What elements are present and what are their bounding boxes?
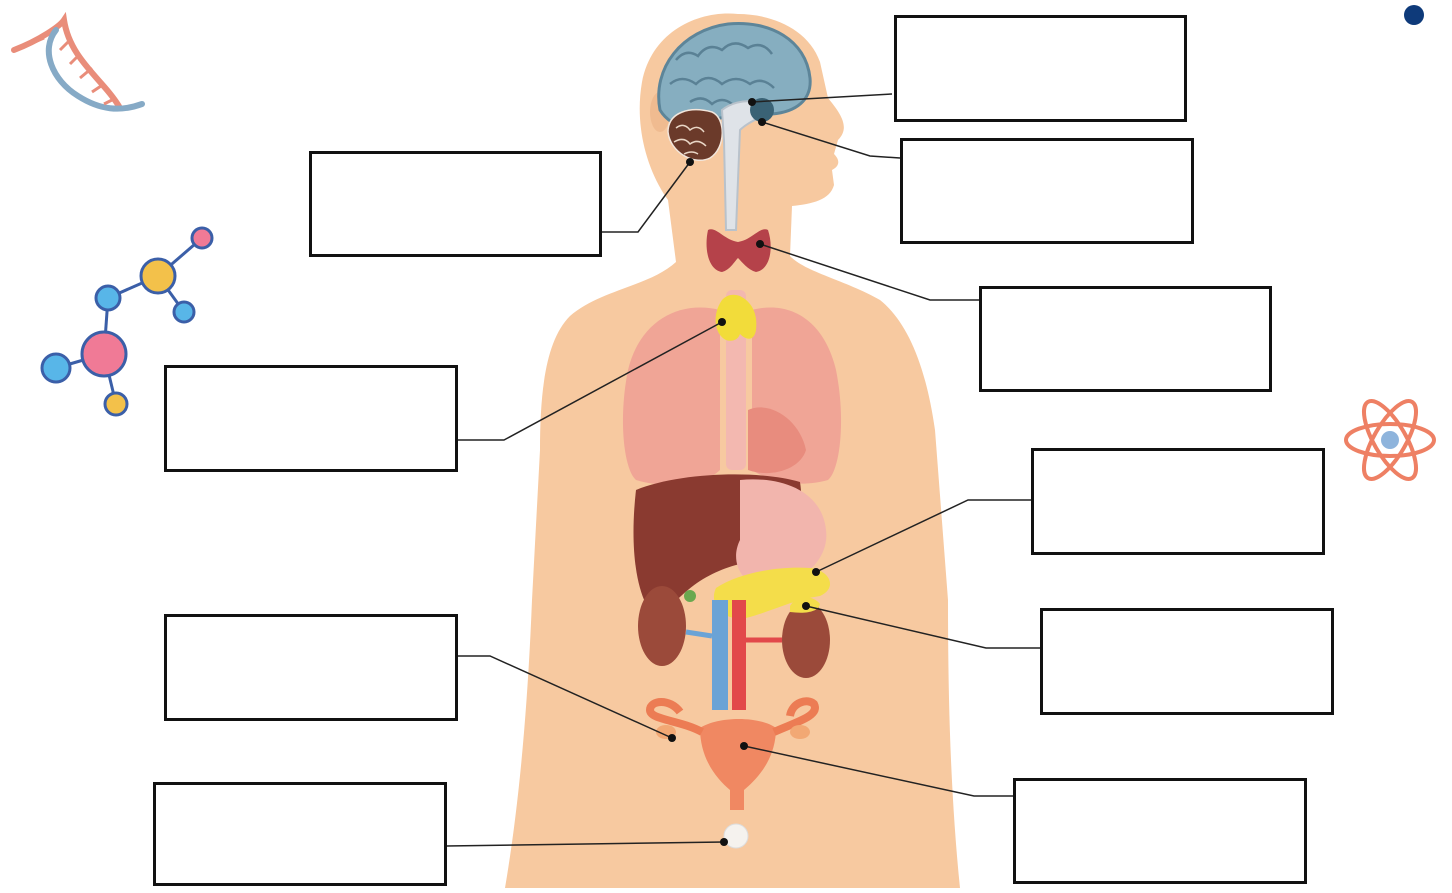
testis xyxy=(724,824,748,848)
label-box-ovary[interactable] xyxy=(164,614,458,721)
leader-dot xyxy=(802,602,810,610)
dna-strand-b xyxy=(49,30,142,109)
label-box-pancreas[interactable] xyxy=(1031,448,1325,555)
leader-dot xyxy=(748,98,756,106)
atom-icon xyxy=(1346,394,1434,486)
dna-strand-a xyxy=(14,20,120,108)
atom-nucleus xyxy=(1381,431,1399,449)
label-box-pineal[interactable] xyxy=(309,151,602,257)
vena-cava xyxy=(712,600,728,710)
label-box-thyroid[interactable] xyxy=(979,286,1272,392)
leader-dot xyxy=(720,838,728,846)
dna-icon xyxy=(14,20,142,109)
leader-dot xyxy=(812,568,820,576)
leader-dot xyxy=(740,742,748,750)
accent-dot xyxy=(1404,5,1424,25)
gallbladder xyxy=(684,590,696,602)
left-kidney xyxy=(638,586,686,666)
molecule-atom xyxy=(96,286,120,310)
molecule-atom xyxy=(141,259,175,293)
leader-dot xyxy=(668,734,676,742)
label-box-hypothalamus[interactable] xyxy=(900,138,1194,244)
leader-dot xyxy=(756,240,764,248)
leader-dot xyxy=(686,158,694,166)
label-box-pituitary[interactable] xyxy=(894,15,1187,122)
label-box-thymus[interactable] xyxy=(164,365,458,472)
molecule-atom xyxy=(174,302,194,322)
right-kidney xyxy=(782,602,830,678)
right-ovary xyxy=(790,725,810,739)
molecule-atom xyxy=(82,332,126,376)
label-box-testis[interactable] xyxy=(153,782,447,886)
label-box-uterus[interactable] xyxy=(1013,778,1307,884)
molecule-atom xyxy=(192,228,212,248)
leader-dot xyxy=(718,318,726,326)
aorta xyxy=(732,600,746,710)
label-box-adrenal[interactable] xyxy=(1040,608,1334,715)
leader-dot xyxy=(758,118,766,126)
molecule-atom xyxy=(105,393,127,415)
molecule-atom xyxy=(42,354,70,382)
